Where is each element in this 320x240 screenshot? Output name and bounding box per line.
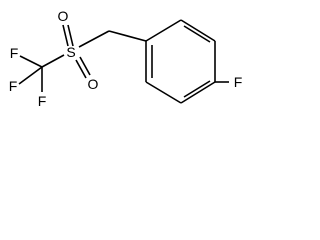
bond-c-s — [41, 54, 65, 68]
atom-label-f3: F — [38, 93, 47, 109]
ring-inner-double-2 — [183, 25, 211, 43]
ring-bond-1 — [145, 19, 182, 42]
ring-bond-2 — [180, 19, 216, 42]
bond-ch2-ring — [108, 30, 147, 42]
chemical-structure: F F F S O O F — [9, 8, 243, 109]
atom-label-o-top: O — [58, 8, 69, 24]
atom-label-f-ring: F — [234, 74, 243, 90]
bond-c-f-upper-left — [19, 55, 43, 68]
bond-c-f-lower-left — [18, 66, 43, 85]
bond-s-o-bottom-b — [79, 56, 91, 76]
ring-bond-5 — [145, 81, 182, 104]
atom-label-f2: F — [9, 78, 18, 94]
atom-label-o-bottom: O — [88, 76, 99, 92]
ring-inner-double-3 — [183, 80, 211, 98]
bond-s-o-top-b — [67, 24, 74, 47]
atom-label-f1: F — [10, 45, 19, 61]
bond-s-o-bottom-a — [75, 59, 87, 79]
ring-bond-4 — [180, 81, 216, 104]
bond-s-o-top-a — [62, 24, 69, 47]
bond-s-ch2 — [78, 30, 110, 48]
atom-label-s: S — [66, 44, 75, 60]
